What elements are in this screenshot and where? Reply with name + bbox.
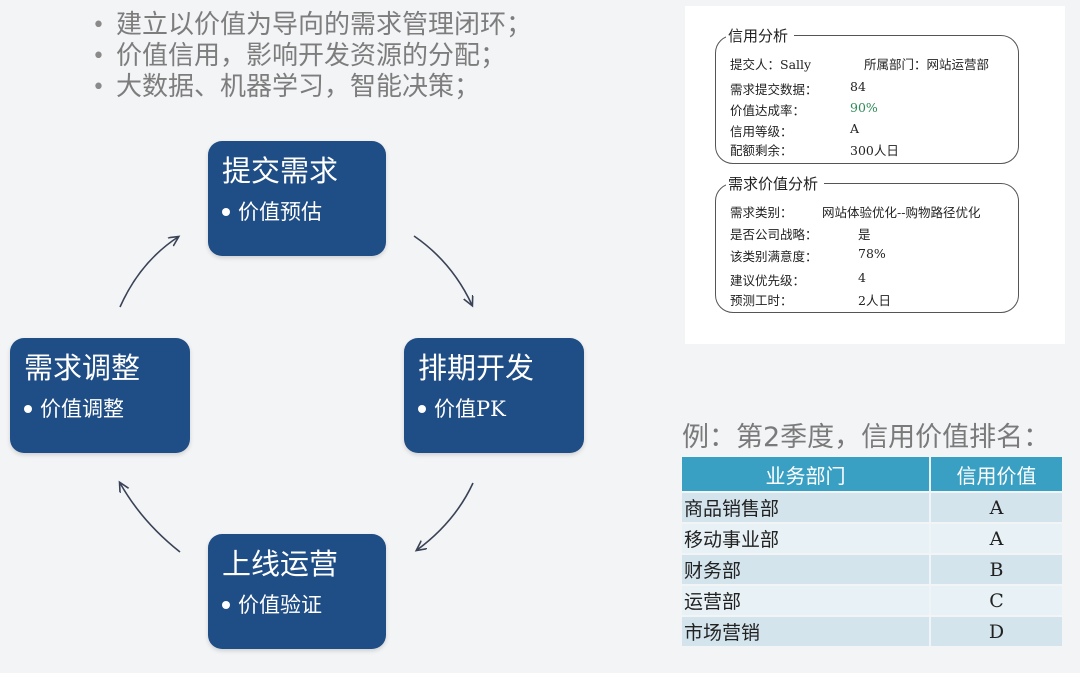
value-row: 需求类别：网站体验优化--购物路径优化: [730, 205, 981, 220]
node-schedule-development: 排期开发 价值PK: [404, 338, 584, 453]
bullet-item: •大数据、机器学习，智能决策；: [92, 72, 481, 102]
column-header-department: 业务部门: [682, 457, 929, 491]
arrow-adjust-to-submit: [119, 237, 178, 308]
value-row: 该类别满意度：78%: [730, 246, 886, 264]
arrow-launch-to-adjust: [120, 483, 181, 553]
credit-analysis-card: 信用分析 提交人：Sally 所属部门：网站运营部 需求提交数据：84 价值达成…: [715, 25, 1019, 164]
ranking-title: 例：第2季度，信用价值排名：: [682, 422, 1051, 453]
submitter-row: 提交人：Sally 所属部门：网站运营部: [730, 57, 990, 72]
value-analysis-card: 需求价值分析 需求类别：网站体验优化--购物路径优化 是否公司战略：是 该类别满…: [715, 173, 1019, 313]
value-row: 预测工时：2人日: [730, 293, 891, 308]
credit-row: 价值达成率：90%: [730, 100, 878, 118]
bullet-dot-icon: •: [92, 13, 105, 38]
summary-bullets: •建立以价值为导向的需求管理闭环； •价值信用，影响开发资源的分配； •大数据、…: [92, 10, 532, 103]
column-header-credit-value: 信用价值: [929, 457, 1062, 491]
node-submit-requirement: 提交需求 价值预估: [208, 141, 386, 256]
value-analysis-legend: 需求价值分析: [726, 173, 825, 194]
bullet-dot-icon: [418, 404, 426, 413]
value-row: 是否公司战略：是: [730, 227, 871, 242]
arrow-schedule-to-launch: [417, 482, 474, 550]
table-header-row: 业务部门 信用价值: [682, 457, 1062, 491]
credit-row: 需求提交数据：84: [730, 79, 866, 97]
value-row: 建议优先级：4: [730, 270, 866, 288]
bullet-dot-icon: •: [92, 75, 105, 100]
cycle-arrows: [0, 235, 474, 553]
bullet-dot-icon: [222, 207, 230, 216]
bullet-dot-icon: [222, 600, 230, 609]
bullet-dot-icon: [24, 404, 32, 413]
bullet-item: •价值信用，影响开发资源的分配；: [92, 41, 507, 71]
credit-row: 配额剩余：300人日: [730, 143, 899, 158]
node-adjust-requirement: 需求调整 价值调整: [10, 338, 190, 453]
bullet-item: •建立以价值为导向的需求管理闭环；: [92, 10, 533, 40]
credit-analysis-legend: 信用分析: [726, 25, 795, 46]
credit-row: 信用等级：A: [730, 121, 860, 139]
node-launch-operate: 上线运营 价值验证: [208, 534, 386, 649]
analysis-panel: 信用分析 提交人：Sally 所属部门：网站运营部 需求提交数据：84 价值达成…: [685, 6, 1065, 344]
arrow-submit-to-schedule: [413, 235, 472, 305]
bullet-dot-icon: •: [92, 44, 105, 69]
